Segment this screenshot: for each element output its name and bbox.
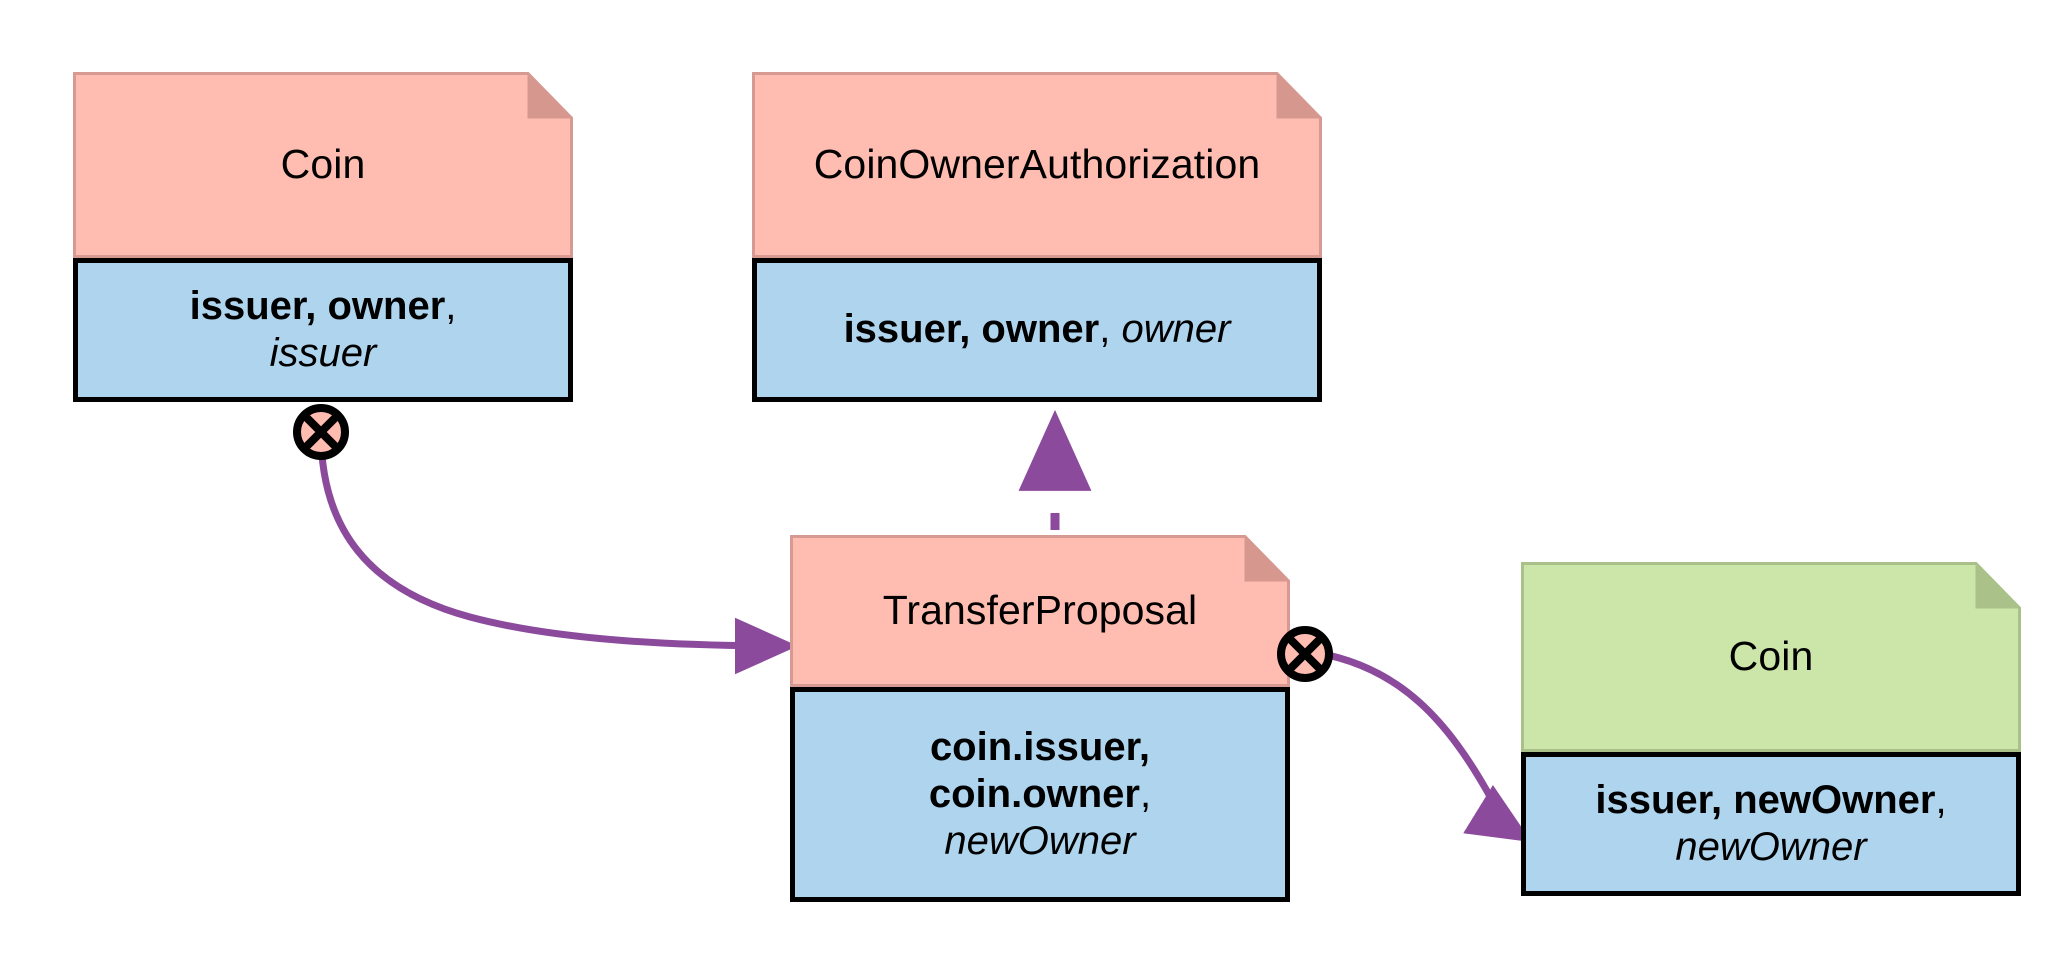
attribute-separator: ,	[1099, 307, 1122, 352]
transfer-proposal-to-result-coin-path	[1317, 649, 1532, 843]
attribute-value: newOwner	[944, 819, 1136, 864]
coin-owner-authorization-title: CoinOwnerAuthorization	[813, 141, 1261, 188]
coin-owner-authorization-node[interactable]: CoinOwnerAuthorization issuer, owner, ow…	[752, 72, 1322, 402]
attribute-value: newOwner	[1675, 825, 1867, 869]
coin-owner-authorization-header: CoinOwnerAuthorization	[752, 72, 1322, 258]
attribute-keys: issuer, owner	[189, 283, 446, 328]
transfer-proposal-title: TransferProposal	[882, 587, 1198, 634]
coin-result-header: Coin	[1521, 562, 2021, 752]
attribute-key-line-1: coin.issuer,	[929, 724, 1151, 769]
crossed-circle-icon	[293, 404, 349, 460]
attribute-keys: issuer, owner	[843, 307, 1100, 352]
attribute-keys: issuer, newOwner	[1595, 777, 1936, 822]
artifact-shape	[73, 72, 573, 258]
coin-source-header: Coin	[73, 72, 573, 258]
attribute-value: issuer	[269, 331, 377, 375]
transfer-proposal-attributes: coin.issuer, coin.owner, newOwner	[790, 687, 1290, 902]
attribute-value: owner	[1121, 307, 1231, 352]
attribute-separator: ,	[1140, 771, 1152, 816]
coin-source-title: Coin	[280, 141, 366, 188]
coin-owner-authorization-attributes: issuer, owner, owner	[752, 258, 1322, 402]
artifact-shape	[752, 72, 1322, 258]
coin-result-node[interactable]: Coin issuer, newOwner, newOwner	[1521, 562, 2021, 896]
coin-source-node[interactable]: Coin issuer, owner, issuer	[73, 72, 573, 402]
proposal-to-result-stub	[1289, 644, 1326, 656]
coin-to-transfer-proposal-path	[317, 431, 798, 675]
attribute-key-line-2: coin.owner	[928, 771, 1140, 816]
attribute-separator: ,	[445, 283, 457, 328]
transfer-proposal-node[interactable]: TransferProposal coin.issuer, coin.owner…	[790, 535, 1290, 902]
attribute-separator: ,	[1935, 777, 1947, 822]
transfer-proposal-header: TransferProposal	[790, 535, 1290, 687]
coin-result-title: Coin	[1728, 633, 1814, 680]
coin-source-attributes: issuer, owner, issuer	[73, 258, 573, 402]
coin-result-attributes: issuer, newOwner, newOwner	[1521, 752, 2021, 896]
